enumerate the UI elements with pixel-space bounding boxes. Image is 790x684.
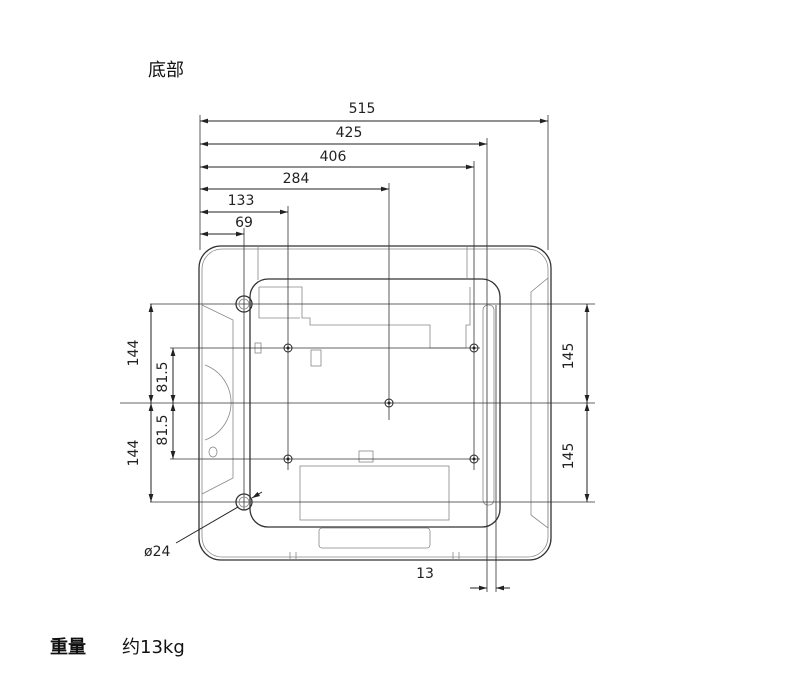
right-dimensions: 145 145 xyxy=(561,304,590,502)
left-dimensions: 144 81.5 81.5 144 xyxy=(126,304,176,502)
dim-144-upper: 144 xyxy=(126,340,142,367)
section-title: 底部 xyxy=(148,60,184,81)
dim-foot-diameter: ø24 xyxy=(144,544,170,560)
foot-diameter-callout: ø24 xyxy=(144,491,263,560)
dim-515: 515 xyxy=(349,101,376,117)
feet xyxy=(235,295,253,511)
screw-holes xyxy=(283,343,479,464)
dim-144-lower: 144 xyxy=(126,440,142,467)
dim-69: 69 xyxy=(235,215,253,231)
dim-81-5-upper: 81.5 xyxy=(155,361,171,392)
centerlines xyxy=(120,115,595,592)
top-dimensions: 515 425 406 284 133 69 xyxy=(200,101,548,237)
dim-133: 133 xyxy=(228,193,255,209)
dim-13: 13 xyxy=(416,566,434,582)
dim-145-lower: 145 xyxy=(561,443,577,470)
dim-284: 284 xyxy=(283,171,310,187)
bottom-dimension: 13 xyxy=(416,566,510,591)
dim-145-upper: 145 xyxy=(561,343,577,370)
dim-425: 425 xyxy=(336,125,363,141)
dim-406: 406 xyxy=(320,149,347,165)
weight-value: 约13kg xyxy=(122,637,185,658)
dim-81-5-lower: 81.5 xyxy=(155,414,171,445)
weight-label: 重量 xyxy=(50,637,86,658)
